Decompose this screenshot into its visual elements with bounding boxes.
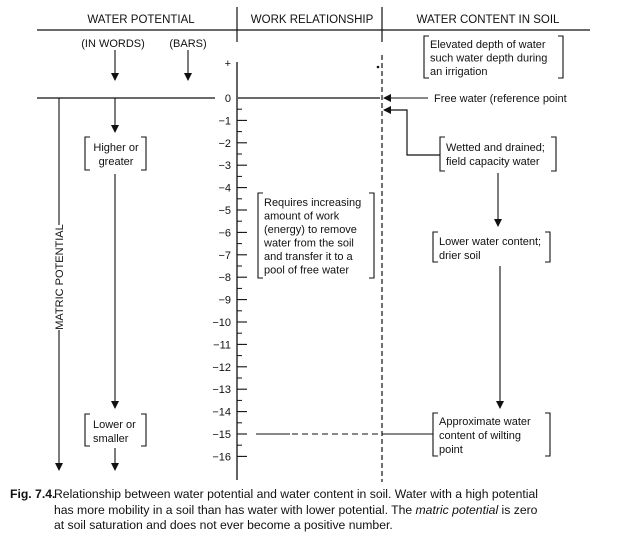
header-water-content: WATER CONTENT IN SOIL: [417, 14, 561, 26]
tick-label: −4: [218, 183, 231, 195]
free-water-label: Free water (reference point: [434, 93, 567, 105]
tick-label: −7: [218, 250, 231, 262]
higher-line-2: greater: [99, 156, 134, 168]
work-description: Requires increasing amount of work (ener…: [263, 197, 361, 277]
tick-label: −1: [218, 115, 231, 127]
caption-line-2-b: is zero: [498, 502, 538, 517]
work-line-4: water from the soil: [263, 238, 354, 250]
matric-label-mask: [52, 225, 66, 330]
wilting-line-1: Approximate water: [439, 416, 531, 428]
tick-label: −9: [218, 295, 231, 307]
lower-content-line-2: drier soil: [439, 250, 481, 262]
tick-label: −2: [218, 138, 231, 150]
caption-line-3: at soil saturation and does not ever bec…: [54, 518, 393, 532]
higher-bracket: [84, 136, 147, 171]
lower-line-2: smaller: [93, 433, 129, 445]
elevated-bracket: [423, 35, 564, 79]
tick-label: −13: [212, 384, 231, 396]
header-water-potential: WATER POTENTIAL: [87, 14, 195, 26]
caption-matric-term: matric potential: [415, 502, 499, 517]
tick-label: 0: [225, 93, 231, 105]
tick-label: −5: [218, 205, 231, 217]
tick-label: −10: [212, 317, 231, 329]
elevated-line-2: such water depth during: [430, 53, 547, 65]
tick-label: −16: [212, 451, 231, 463]
work-line-6: pool of free water: [264, 265, 349, 277]
work-line-3: (energy) to remove: [264, 224, 357, 236]
field-capacity-bracket: [439, 136, 557, 172]
lower-content-bracket: [432, 231, 551, 263]
tick-label: −8: [218, 272, 231, 284]
tick-label: −12: [212, 362, 231, 374]
subheader-bars: (BARS): [169, 38, 206, 50]
tick-label: −3: [218, 160, 231, 172]
tick-label: −14: [212, 407, 231, 419]
caption-line-2-a: has more mobility in a soil than has wat…: [54, 502, 416, 517]
diagram: WATER POTENTIAL WORK RELATIONSHIP WATER …: [37, 7, 590, 482]
lower-content-line-1: Lower water content;: [439, 236, 541, 248]
matric-potential-label: MATRIC POTENTIAL: [54, 224, 66, 330]
axis-ticks: 0 −1 −2 −3 −4 −5 −6 −7 −8 −9 −10 −11 −12 −13 −14 −15 −16: [212, 93, 247, 463]
elevated-dot: [376, 65, 380, 69]
work-bracket: [257, 192, 375, 279]
tick-label: −6: [218, 227, 231, 239]
elevated-line-3: an irrigation: [430, 66, 487, 78]
tick-label: −15: [212, 429, 231, 441]
work-line-1: Requires increasing: [264, 197, 361, 209]
work-line-2: amount of work: [264, 211, 340, 223]
header-work-relationship: WORK RELATIONSHIP: [251, 14, 374, 26]
caption-label: Fig. 7.4.: [10, 487, 56, 501]
caption-line-2: has more mobility in a soil than has wat…: [54, 503, 620, 519]
field-capacity-arrow: [383, 106, 440, 156]
axis-plus-label: +: [225, 58, 231, 70]
elevated-line-1: Elevated depth of water: [430, 39, 546, 51]
caption-text: Relationship between water potential and…: [54, 487, 620, 534]
wilting-line-3: point: [439, 444, 463, 456]
lower-line-1: Lower or: [93, 419, 136, 431]
lower-bracket: [84, 413, 147, 447]
work-line-5: and transfer it to a: [264, 251, 354, 263]
field-capacity-line-1: Wetted and drained;: [446, 142, 545, 154]
field-capacity-line-2: field capacity water: [446, 156, 540, 168]
subheader-in-words: (IN WORDS): [81, 38, 145, 50]
tick-label: −11: [213, 339, 231, 351]
higher-line-1: Higher or: [93, 142, 139, 154]
caption-line-1: Relationship between water potential and…: [54, 487, 538, 501]
wilting-line-2: content of wilting: [439, 430, 521, 442]
